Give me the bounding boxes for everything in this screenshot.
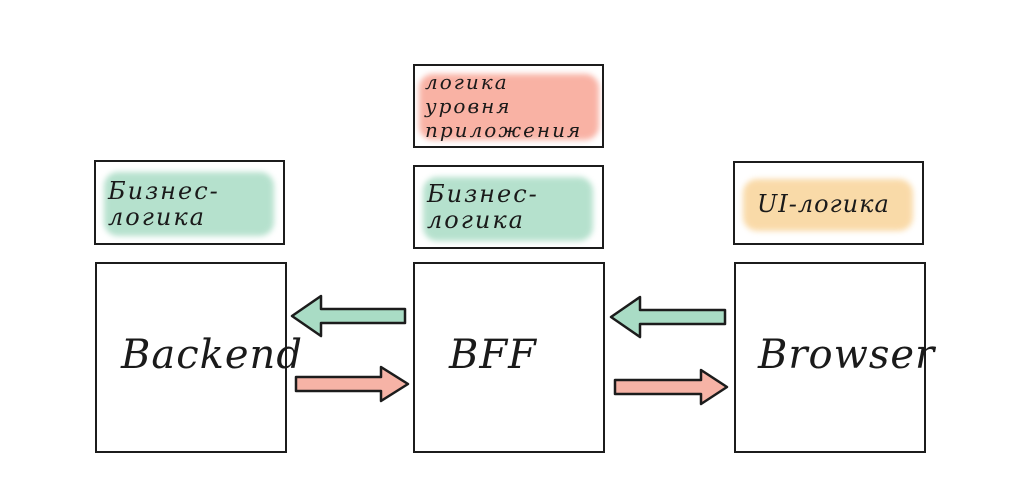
backend-business-logic-highlight xyxy=(104,172,274,236)
backend-business-logic-label: Бизнес- логика xyxy=(108,177,220,231)
arrow-browser-to-bff xyxy=(609,295,727,339)
app-logic-label-box: логика уровня приложения xyxy=(413,64,604,148)
browser-label: Browser xyxy=(758,332,936,378)
backend-box: Backend xyxy=(95,262,302,453)
arrow-backend-to-bff xyxy=(294,365,410,403)
bff-label: BFF xyxy=(449,332,537,378)
app-logic-highlight xyxy=(419,74,599,140)
bff-business-logic-label-box: Бизнес- логика xyxy=(413,165,604,249)
browser-box: Browser xyxy=(734,262,934,453)
app-logic-label: логика уровня приложения xyxy=(425,70,583,142)
backend-label: Backend xyxy=(121,332,303,378)
browser-ui-logic-label-box: UI-логика xyxy=(733,161,924,245)
arrow-bff-to-browser xyxy=(613,368,729,406)
bff-business-logic-highlight xyxy=(423,177,593,241)
bff-box: BFF xyxy=(413,262,605,453)
browser-ui-logic-highlight xyxy=(743,179,913,231)
browser-ui-logic-label: UI-логика xyxy=(757,190,890,218)
backend-business-logic-label-box: Бизнес- логика xyxy=(94,160,285,245)
arrow-bff-to-backend xyxy=(290,294,407,338)
bff-business-logic-label: Бизнес- логика xyxy=(427,180,539,234)
